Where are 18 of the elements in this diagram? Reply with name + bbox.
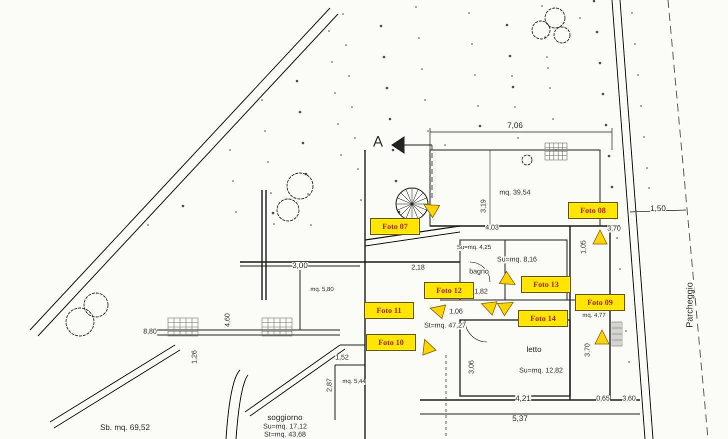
plan-annotation: soggiorno xyxy=(267,414,303,422)
plan-annotation: 7,06 xyxy=(507,122,523,130)
photo-label: Foto 13 xyxy=(521,276,571,293)
photo-label: Foto 09 xyxy=(575,294,625,311)
plan-annotation: 5,37 xyxy=(512,415,528,423)
plan-annotation: 1,50 xyxy=(650,205,666,213)
photo-label: Foto 08 xyxy=(568,202,618,219)
plan-annotation: Parcheggio xyxy=(686,282,694,328)
plan-annotation: 3,00 xyxy=(292,262,308,270)
photo-label: Foto 12 xyxy=(424,282,474,299)
plan-annotation: 4,21 xyxy=(515,395,531,403)
plan-annotation: letto xyxy=(526,346,542,354)
photo-label: Foto 11 xyxy=(364,302,414,319)
photo-label: Foto 14 xyxy=(518,310,568,327)
photo-label: Foto 10 xyxy=(366,334,416,351)
photo-label: Foto 07 xyxy=(370,218,420,235)
plan-annotation: Sb. mq. 69,52 xyxy=(100,424,150,432)
plan-annotation: A xyxy=(373,134,383,150)
